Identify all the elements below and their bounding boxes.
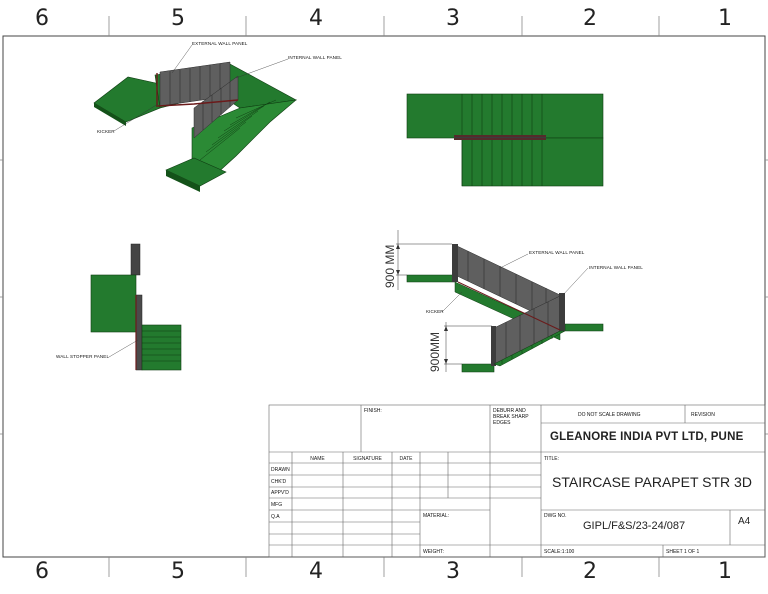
dimension-upper: 900 MM xyxy=(383,244,397,288)
scale-label: SCALE:1:100 xyxy=(544,549,575,555)
col-name: NAME xyxy=(310,456,325,462)
label-external-wall-panel-1: EXTERNAL WALL PANEL xyxy=(192,41,248,46)
label-internal-wall-panel-2: INTERNAL WALL PANEL xyxy=(589,265,643,270)
title-label: TITLE: xyxy=(544,456,560,462)
drawing-number: GIPL/F&S/23-24/087 xyxy=(583,520,686,532)
deburr-label: DEBURR AND BREAK SHARP EDGES xyxy=(493,408,529,426)
zone-label-bottom-6: 6 xyxy=(35,559,49,584)
zone-label-bottom-5: 5 xyxy=(171,559,185,584)
material-label: MATERIAL: xyxy=(423,513,450,519)
weight-label: WEIGHT: xyxy=(423,549,444,555)
company-name: GLEANORE INDIA PVT LTD, PUNE xyxy=(550,431,744,443)
zone-label-top-2: 2 xyxy=(583,6,597,31)
label-internal-wall-panel-1: INTERNAL WALL PANEL xyxy=(288,55,342,60)
dimension-lower: 900MM xyxy=(428,331,442,372)
zone-label-top-3: 3 xyxy=(446,6,460,31)
zone-label-top-6: 6 xyxy=(35,6,49,31)
col-signature: SIGNATURE xyxy=(353,456,382,462)
sheet-size: A4 xyxy=(738,516,751,527)
row-approved: APPV'D xyxy=(271,490,289,496)
zone-label-top-5: 5 xyxy=(171,6,185,31)
dwg-no-label: DWG NO. xyxy=(544,513,567,519)
zone-label-bottom-4: 4 xyxy=(309,559,323,584)
drawing-title: STAIRCASE PARAPET STR 3D xyxy=(552,474,752,490)
row-drawn: DRAWN xyxy=(271,467,290,473)
zone-label-bottom-2: 2 xyxy=(583,559,597,584)
label-kicker-1: KICKER xyxy=(97,129,115,134)
label-kicker-2: KICKER xyxy=(426,309,444,314)
row-qa: Q.A xyxy=(271,514,280,520)
do-not-scale-label: DO NOT SCALE DRAWING xyxy=(578,412,641,418)
zone-label-bottom-1: 1 xyxy=(718,559,732,584)
zone-label-top-1: 1 xyxy=(718,6,732,31)
finish-label: FINISH: xyxy=(364,408,382,414)
iso-staircase-view xyxy=(93,44,297,192)
label-wall-stopper-panel: WALL STOPPER PANEL xyxy=(56,354,110,359)
title-block-grid xyxy=(268,404,766,558)
revision-label: REVISION xyxy=(691,412,715,418)
plan-view xyxy=(406,93,604,187)
elevation-view xyxy=(396,230,604,373)
label-external-wall-panel-2: EXTERNAL WALL PANEL xyxy=(529,250,585,255)
side-view xyxy=(90,243,182,371)
zone-label-bottom-3: 3 xyxy=(446,559,460,584)
sheet-number: SHEET 1 OF 1 xyxy=(666,549,700,555)
zone-label-top-4: 4 xyxy=(309,6,323,31)
row-mfg: MFG xyxy=(271,502,283,508)
col-date: DATE xyxy=(399,456,413,462)
row-checked: CHK'D xyxy=(271,479,287,485)
